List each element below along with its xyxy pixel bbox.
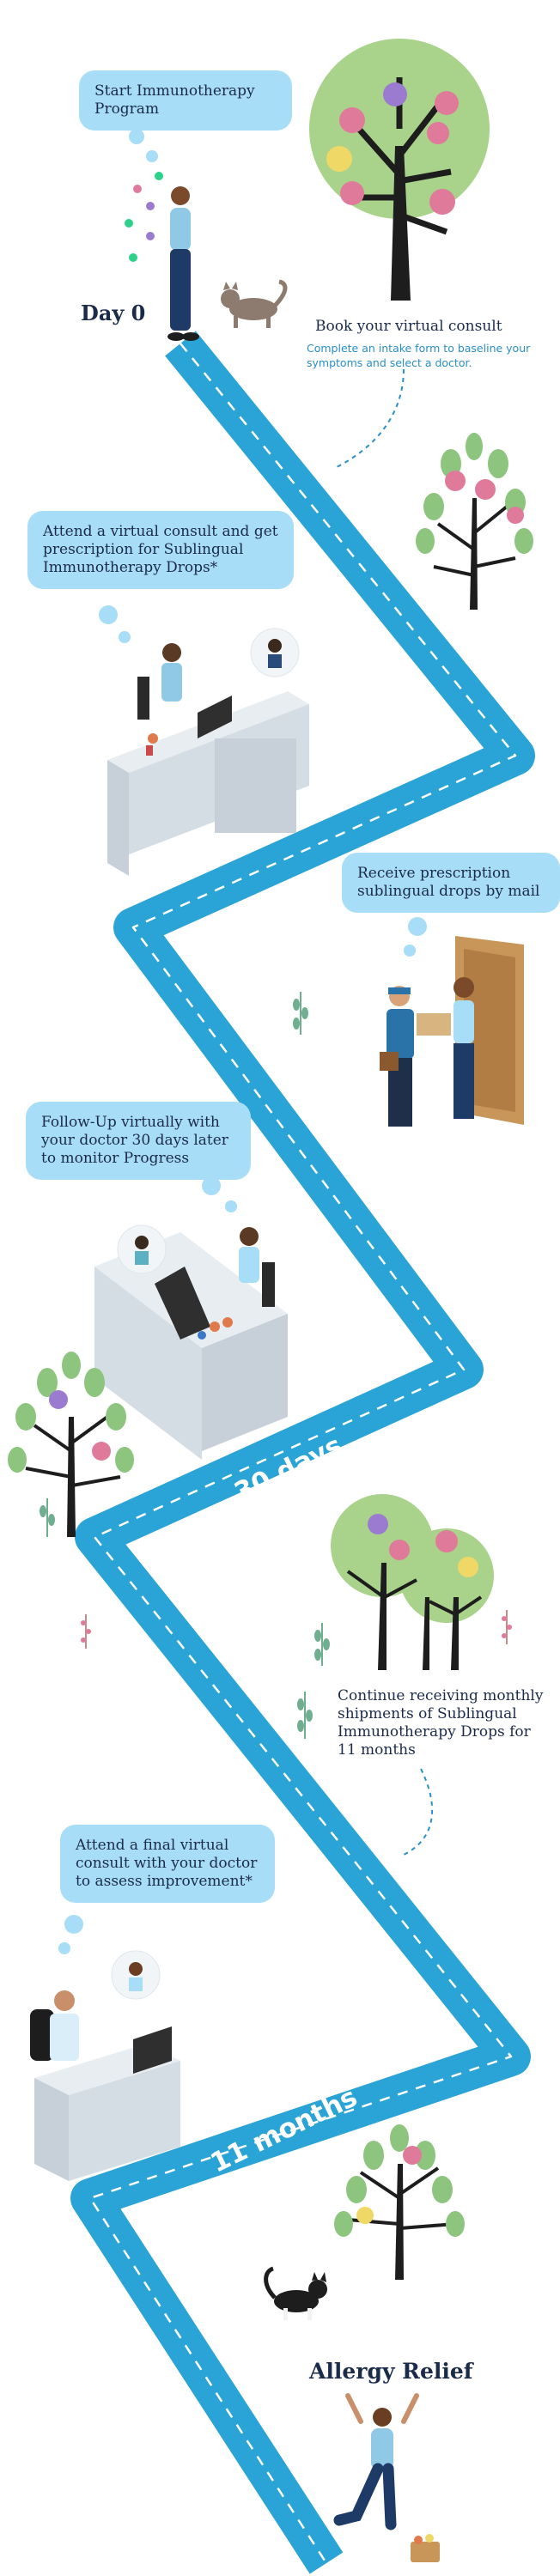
cat-icon [264,2266,327,2320]
step-continue-label: Continue receiving monthly shipments of … [338,1687,544,1759]
desk-final-illustration [30,1950,180,2181]
flower-sprig-icon [502,1610,512,1644]
bubble-dot [58,1942,70,1954]
woman-figure [167,186,199,341]
bubble-dot [202,1176,221,1195]
road [70,331,535,2574]
leaf-sprig-icon [293,992,308,1035]
dashed-connector [403,1768,434,1856]
cat-icon [221,279,288,328]
book-consult-title: Book your virtual consult [315,318,502,335]
step-final-bubble: Attend a final virtual consult with your… [60,1825,275,1903]
flower-sprig-icon [81,1614,91,1649]
flower-tree-cluster-icon [331,1494,494,1670]
step-consult-label: Attend a virtual consult and get prescri… [43,523,278,576]
step-followup-bubble: Follow-Up virtually with your doctor 30 … [26,1102,251,1180]
flower-tree-icon [309,39,490,301]
allergy-relief-label: Allergy Relief [309,2359,473,2384]
leaf-sprig-icon [40,1498,55,1537]
bubble-dot [404,945,416,957]
book-consult-desc: Complete an intake form to baseline your… [307,342,531,369]
desk-consult-illustration [107,628,309,876]
step-consult-bubble: Attend a virtual consult and get prescri… [27,511,294,589]
step-final-label: Attend a final virtual consult with your… [76,1837,258,1890]
desk-followup-illustration [94,1224,288,1460]
celebrating-woman-figure [333,2393,440,2562]
bubble-dot [129,129,144,144]
small-tree-icon [334,2124,465,2280]
pollen-dots [125,172,163,262]
small-tree-icon [416,433,533,610]
delivery-illustration [380,936,524,1127]
step-start-bubble: Start Immunotherapy Program [79,70,292,131]
step-receive-bubble: Receive prescription sublingual drops by… [342,853,560,913]
dashed-connector [334,368,405,469]
step-followup-label: Follow-Up virtually with your doctor 30 … [41,1114,228,1167]
bubble-dot [225,1200,237,1212]
bubble-dot [146,150,158,162]
bubble-dot [408,917,427,936]
bubble-dot [64,1915,83,1934]
small-tree-icon [8,1352,134,1537]
leaf-sprig-icon [297,1692,313,1739]
day-0-label: Day 0 [81,301,146,325]
step-receive-label: Receive prescription sublingual drops by… [357,865,540,900]
leaf-sprig-icon [314,1623,330,1666]
bubble-dot [99,605,118,624]
bubble-dot [119,631,131,643]
step-start-label: Start Immunotherapy Program [94,82,255,118]
